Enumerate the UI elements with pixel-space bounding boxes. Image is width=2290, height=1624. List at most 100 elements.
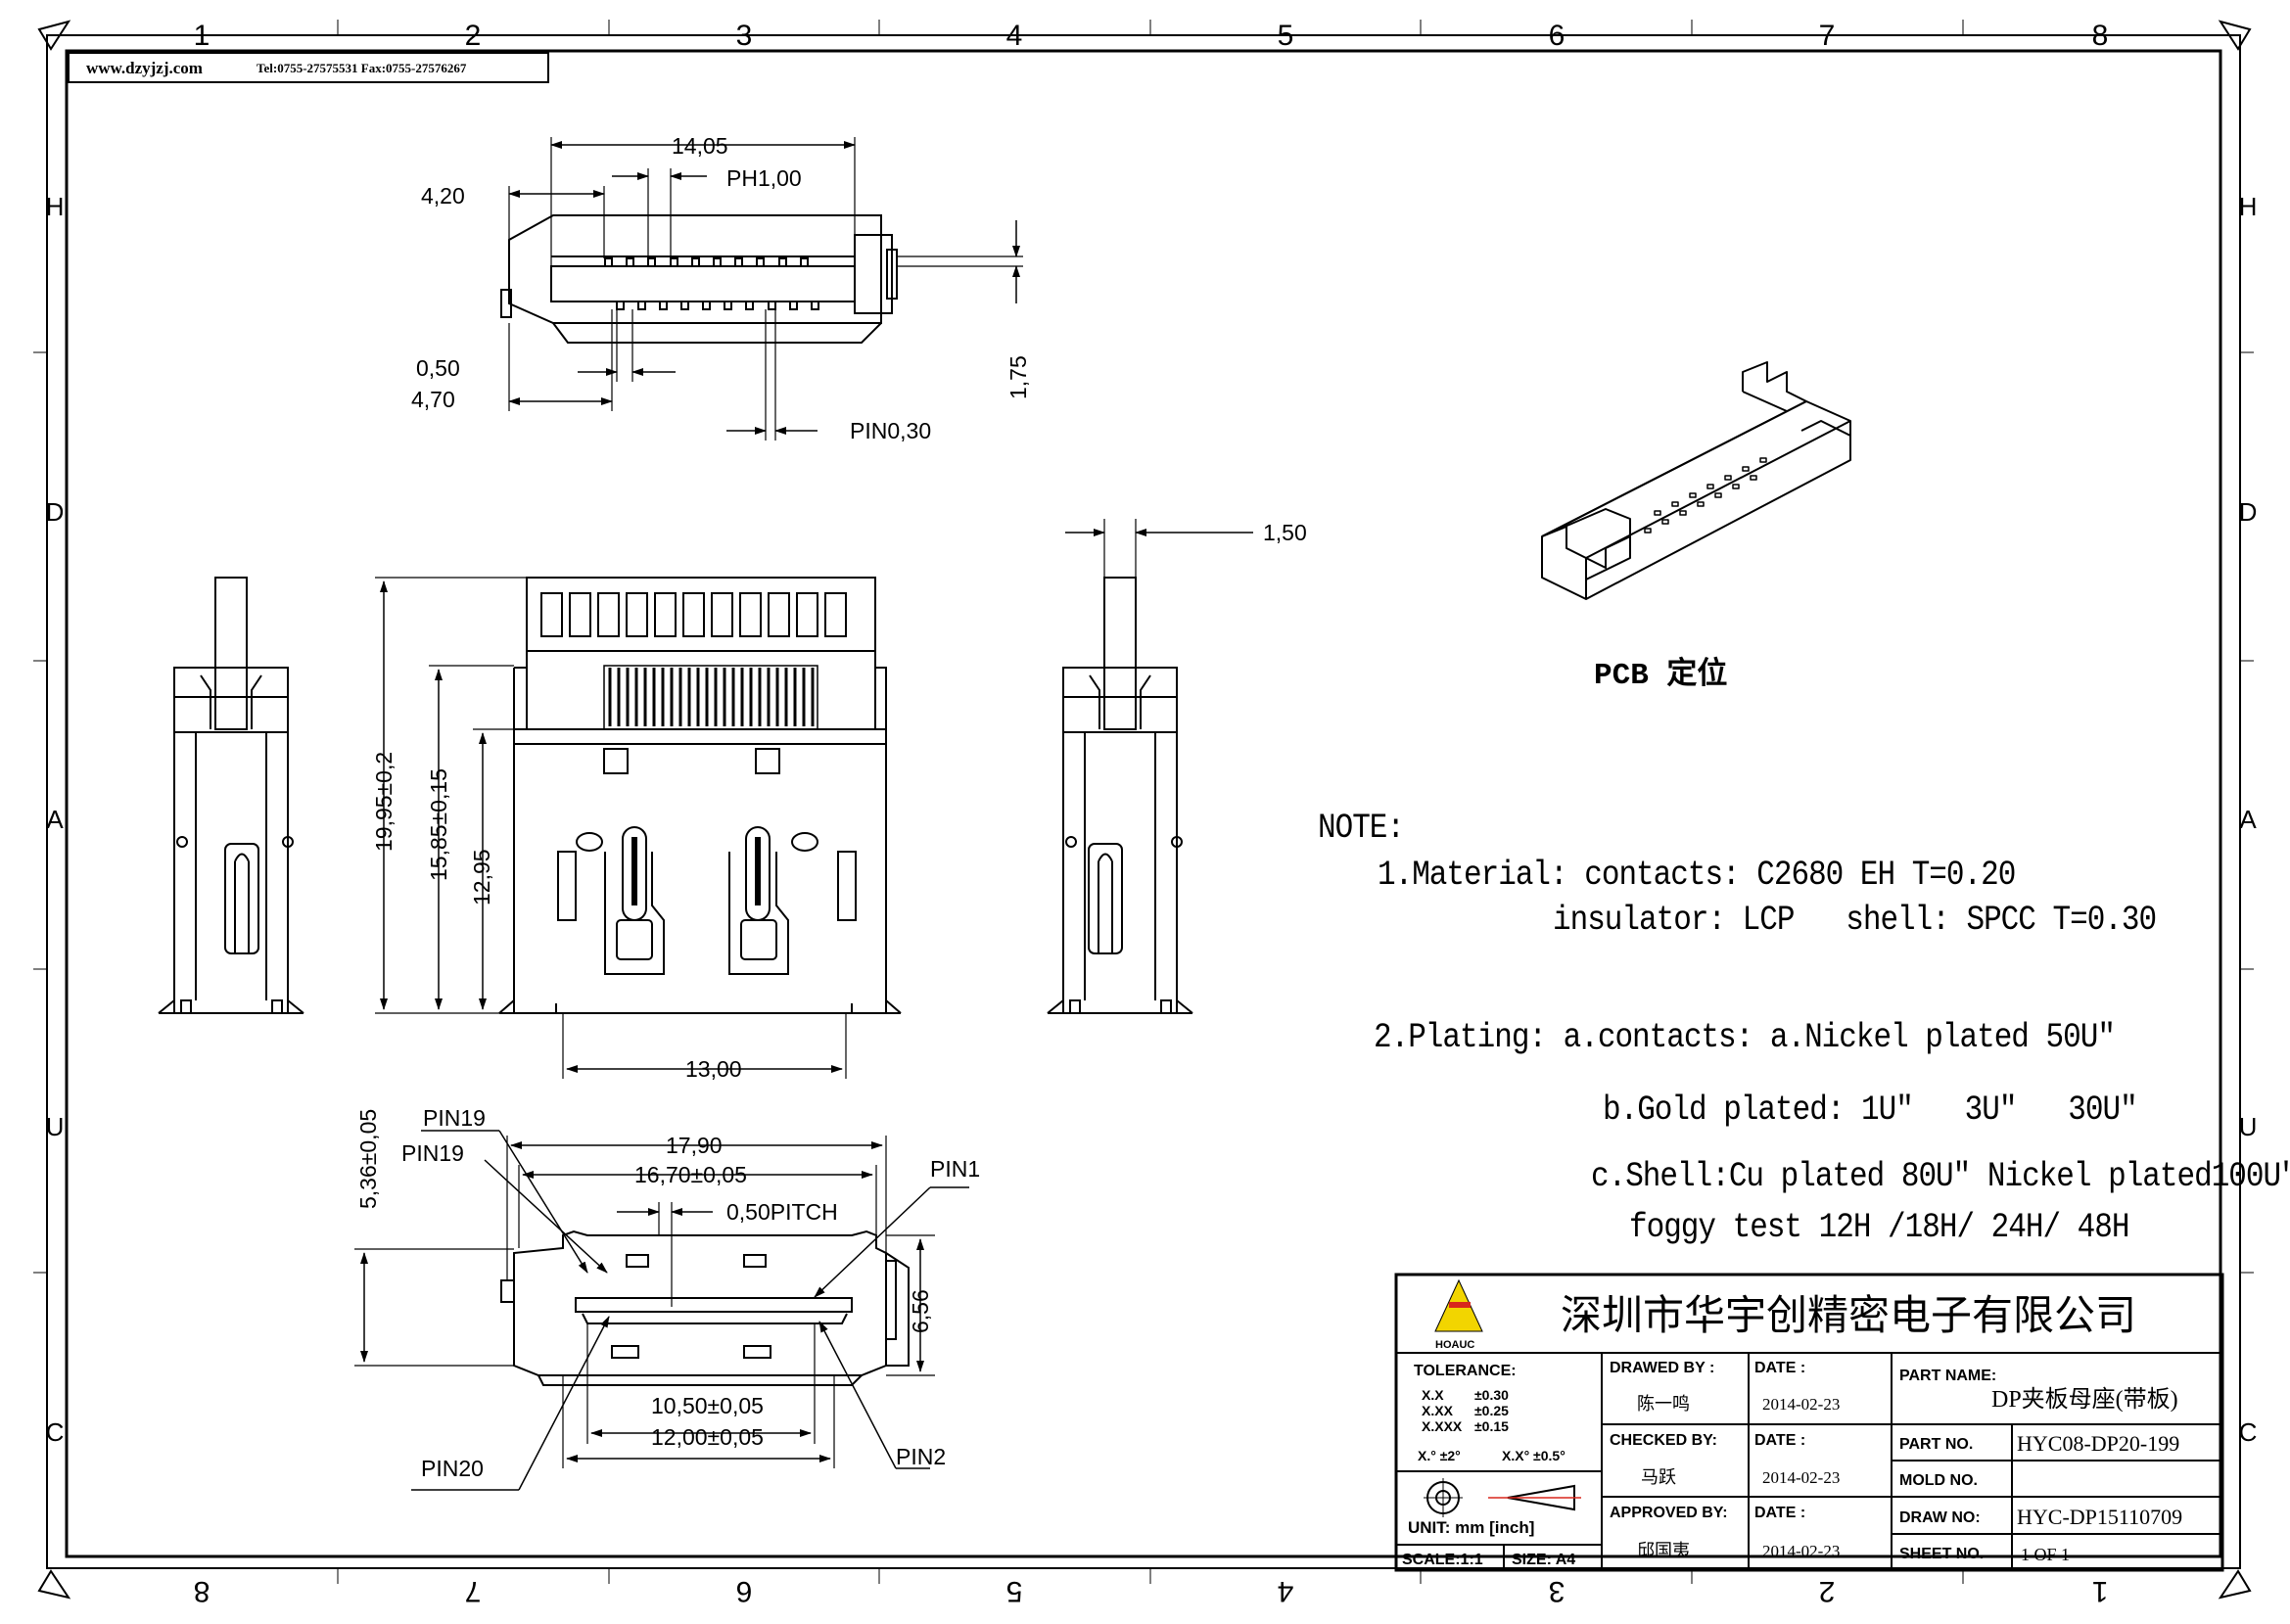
drawn-by: 陈一鸣 (1637, 1394, 1690, 1414)
dim-bottom-outer: 12,00±0,05 (651, 1424, 764, 1450)
dim-bottom-pitch: 0,50PITCH (726, 1199, 838, 1225)
date-label-3: DATE : (1754, 1505, 1805, 1521)
label-pin2: PIN2 (896, 1444, 946, 1469)
note-shell: c.Shell:Cu plated 80U" Nickel plated100U… (1591, 1157, 2290, 1197)
dim-bottom-height: 5,36±0,05 (355, 1109, 381, 1209)
tol-x-value: ±0.30 (1474, 1387, 1509, 1403)
size-text: SIZE: A4 (1512, 1552, 1575, 1568)
tol-x-label: X.X (1422, 1387, 1444, 1403)
dim-top-height: 1,75 (1005, 355, 1031, 399)
zone-left-c: C (46, 1417, 65, 1447)
contact-text: Tel:0755-27575531 Fax:0755-27576267 (257, 61, 467, 75)
dim-bottom-shell: 16,70±0,05 (634, 1162, 747, 1187)
note-gold: b.Gold plated: 1U" 3U" 30U" (1603, 1090, 2138, 1131)
dim-bottom-inner: 10,50±0,05 (651, 1393, 764, 1418)
sheet-no: 1 OF 1 (2021, 1545, 2070, 1564)
mold-no-label: MOLD NO. (1899, 1472, 1978, 1489)
tol-angle-1: X.° ±2° (1418, 1448, 1461, 1463)
label-pin19-a: PIN19 (423, 1105, 486, 1131)
dim-top-width: 14,05 (672, 133, 728, 159)
header-strip: www.dzyjzj.com Tel:0755-27575531 Fax:075… (68, 52, 549, 83)
front-contact-lines (608, 668, 815, 726)
zone-top-3: 3 (736, 20, 753, 52)
tol-xx-label: X.XX (1422, 1403, 1454, 1418)
company-logo: HOAUC (1434, 1278, 1483, 1351)
zone-right-c: C (2239, 1417, 2258, 1447)
part-name: DP夹板母座(带板) (1991, 1386, 2178, 1413)
tol-angle-2: X.X° ±0.5° (1502, 1448, 1566, 1463)
iso-pins (1644, 457, 1767, 534)
front-view-dims: 19,95±0,2 15,85±0,15 12,95 13,00 (371, 752, 742, 1082)
zone-right-d: D (2239, 497, 2258, 527)
zone-bottom-5: 5 (1006, 1575, 1023, 1607)
zone-right-a: A (2239, 805, 2257, 834)
iso-caption: PCB 定位 (1594, 656, 1727, 693)
zone-bottom-8: 8 (194, 1575, 210, 1607)
top-view (500, 137, 1023, 441)
bottom-view (354, 1130, 969, 1491)
zone-bottom-7: 7 (465, 1575, 482, 1607)
tol-xx-value: ±0.25 (1474, 1403, 1509, 1418)
isometric-view (1541, 361, 1851, 600)
label-pin19-b: PIN19 (401, 1140, 464, 1166)
zone-top-5: 5 (1278, 20, 1294, 52)
dim-bottom-overall: 17,90 (666, 1133, 723, 1158)
dim-top-pin-width: 0,50 (416, 355, 460, 381)
checked-by: 马跃 (1641, 1467, 1676, 1487)
date-label-1: DATE : (1754, 1360, 1805, 1376)
zone-top-6: 6 (1549, 20, 1566, 52)
draw-no-label: DRAW NO: (1899, 1509, 1981, 1526)
tolerance-label: TOLERANCE: (1414, 1363, 1517, 1379)
dim-front-total-height: 19,95±0,2 (371, 752, 397, 852)
zone-top-4: 4 (1006, 20, 1023, 52)
title-block-text: TOLERANCE: X.X ±0.30 X.XX ±0.25 X.XXX ±0… (1402, 1360, 2182, 1568)
notes-heading: NOTE: (1318, 809, 1405, 849)
top-view-pins (604, 257, 819, 310)
right-side-view (1047, 519, 1253, 1014)
left-side-view (158, 577, 304, 1014)
zone-left-h: H (46, 192, 65, 221)
dim-front-shell-width: 13,00 (685, 1056, 742, 1082)
zone-bottom-1: 1 (2092, 1575, 2109, 1607)
note-insulator: insulator: LCP shell: SPCC T=0.30 (1553, 901, 2157, 941)
zone-top-2: 2 (465, 20, 482, 52)
drawn-by-label: DRAWED BY : (1610, 1360, 1714, 1376)
zone-left-d: D (46, 497, 65, 527)
part-name-label: PART NAME: (1899, 1368, 1996, 1384)
zone-top-1: 1 (194, 20, 210, 52)
zone-left-u: U (46, 1112, 65, 1141)
date-1: 2014-02-23 (1762, 1395, 1840, 1414)
zone-right-h: H (2239, 192, 2258, 221)
dim-top-pin-offset: 4,70 (411, 387, 455, 412)
zone-bottom-2: 2 (1819, 1575, 1836, 1607)
label-pin20: PIN20 (421, 1456, 484, 1481)
zone-right-u: U (2239, 1112, 2258, 1141)
date-3: 2014-02-23 (1762, 1542, 1840, 1560)
tol-xxx-label: X.XXX (1422, 1418, 1463, 1434)
zone-bottom-4: 4 (1278, 1575, 1294, 1607)
zone-labels: 1 2 3 4 5 6 7 8 8 7 6 5 4 3 2 1 H D A U … (46, 20, 2258, 1607)
zone-top-7: 7 (1819, 20, 1836, 52)
sheet-border (33, 20, 2254, 1600)
logo-text: HOAUC (1435, 1339, 1474, 1351)
approved-by: 邱国夷 (1637, 1541, 1690, 1560)
approved-by-label: APPROVED BY: (1610, 1505, 1728, 1521)
scale-text: SCALE:1:1 (1402, 1552, 1483, 1568)
top-view-dims: 14,05 PH1,00 4,20 0,50 4,70 PIN0,30 1,75 (411, 133, 1031, 443)
note-material: 1.Material: contacts: C2680 EH T=0.20 (1378, 856, 2016, 896)
dim-top-pitch: PH1,00 (726, 165, 802, 191)
company-name: 深圳市华宇创精密电子有限公司 (1561, 1293, 2136, 1339)
checked-by-label: CHECKED BY: (1610, 1432, 1717, 1449)
dim-side-thickness: 1,50 (1263, 520, 1307, 545)
date-label-2: DATE : (1754, 1432, 1805, 1449)
part-no-label: PART NO. (1899, 1436, 1973, 1453)
draw-no: HYC-DP15110709 (2017, 1505, 2182, 1529)
unit-text: UNIT: mm [inch] (1408, 1518, 1534, 1537)
note-plating: 2.Plating: a.contacts: a.Nickel plated 5… (1374, 1018, 2116, 1058)
front-pcb-pads (540, 592, 847, 637)
dim-top-offset: 4,20 (421, 183, 465, 209)
zone-bottom-3: 3 (1549, 1575, 1566, 1607)
dim-top-pin-thickness: PIN0,30 (850, 418, 931, 443)
